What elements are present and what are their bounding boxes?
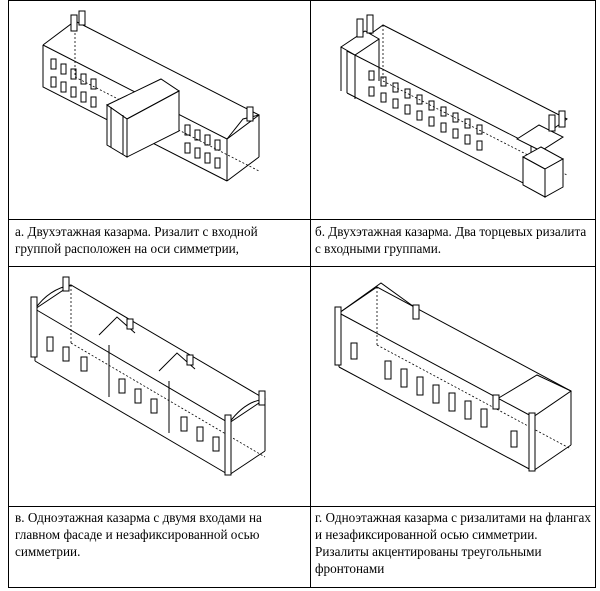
- row-divider: [9, 506, 595, 507]
- caption-b: б. Двухэтажная казарма. Два торцевых риз…: [315, 224, 587, 256]
- caption-g: г. Одноэтажная казарма с ризалитами на ф…: [315, 510, 591, 576]
- caption-v: в. Одноэтажная казарма с двумя входами н…: [15, 510, 262, 559]
- caption-a: а. Двухэтажная казарма. Ризалит с входно…: [15, 224, 258, 256]
- figure-table: а. Двухэтажная казарма. Ризалит с входно…: [8, 0, 596, 588]
- drawing-b: [327, 7, 587, 212]
- drawing-v: [19, 273, 299, 498]
- row-divider: [9, 219, 595, 220]
- drawing-g: [321, 273, 591, 498]
- row-divider: [9, 266, 595, 267]
- column-divider: [310, 1, 311, 587]
- drawing-a: [29, 7, 289, 212]
